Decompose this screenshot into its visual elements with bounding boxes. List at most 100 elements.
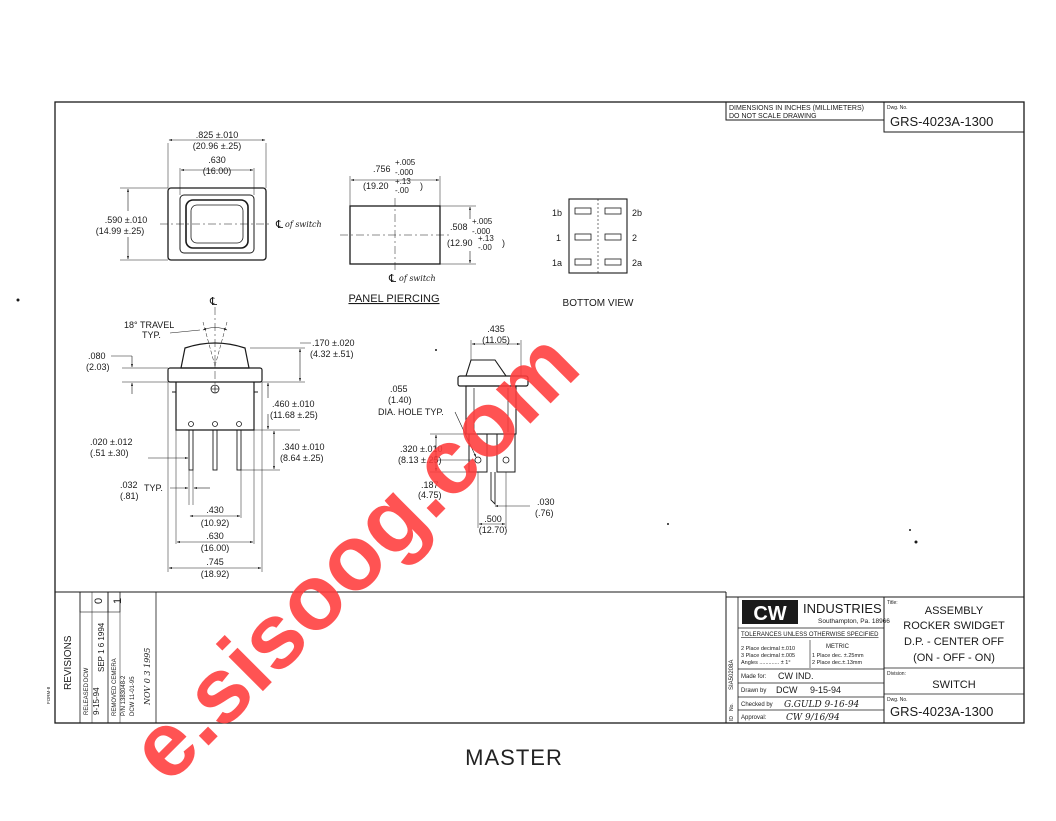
dim-note-2: DO NOT SCALE DRAWING <box>729 113 817 120</box>
rev-1-change-2: P/N 1383048-2 <box>121 675 127 716</box>
tip-mm: (4.75) <box>418 490 442 500</box>
division-value: SWITCH <box>932 679 975 691</box>
side-code: SIA50208A <box>729 660 735 690</box>
rev-1-stamp: NOV 0 3 1995 <box>143 648 152 706</box>
front-cl-label: of switch <box>285 220 322 229</box>
front-view: .825 ±.010 (20.96 ±.25) .630 (16.00) .59… <box>96 130 322 261</box>
term-width-mm: (.81) <box>120 491 139 501</box>
panel-cl-label: of switch <box>399 274 436 283</box>
pitch-dim: .430 <box>206 505 224 515</box>
bottom-view: 1b 1 1a 2b 2 2a BOTTOM VIEW <box>552 198 642 309</box>
master-stamp: MASTER <box>465 745 563 770</box>
side-id: ID <box>729 716 735 721</box>
panel-width-mm-minus: -.00 <box>395 186 409 195</box>
rev-0-number: 0 <box>93 598 105 604</box>
panel-width-tol-plus: +.005 <box>395 158 416 167</box>
hole-mm: (1.40) <box>388 395 412 405</box>
overall-width-dim: .745 <box>206 557 224 567</box>
hole-height-dim: .320 ±.010 <box>400 444 442 454</box>
side-view: ℄ 18° TRAVEL TYP. .080 (2.03) .170 ±.020… <box>86 296 354 579</box>
dwg-no-label-top: Dwg. No. <box>887 105 908 111</box>
hole-note: DIA. HOLE TYP. <box>378 407 444 417</box>
checked-by-value: G.GULD 9-16-94 <box>784 700 860 710</box>
rev-1-change-1: REMOVED CEMERA <box>112 658 118 716</box>
checked-by-label: Checked by <box>741 702 773 708</box>
company-name: INDUSTRIES <box>803 601 882 616</box>
front-height-dim: .590 ±.010 <box>105 215 147 225</box>
body-height-mm: (11.68 ±.25) <box>270 410 318 420</box>
top-height-mm: (4.32 ±.51) <box>310 349 353 359</box>
form-number: FORM-8 <box>46 686 51 704</box>
front-inner-width-mm: (16.00) <box>203 166 232 176</box>
approval-label: Approval: <box>741 715 767 721</box>
drawn-by-label: Drawn by <box>741 688 766 694</box>
tol-right-0: METRIC <box>826 644 850 650</box>
made-for-value: CW IND. <box>778 671 814 681</box>
bottom-view-caption: BOTTOM VIEW <box>563 298 634 309</box>
term-thick-dim: .020 ±.012 <box>90 437 132 447</box>
panel-width-mm-close: ) <box>420 181 423 191</box>
term-2: 2 <box>632 233 637 243</box>
panel-width-mm-plus: +.13 <box>395 177 411 186</box>
sheet-border <box>54 101 1025 724</box>
body-width-dim: .630 <box>206 531 224 541</box>
dwg-no-top: GRS-4023A-1300 <box>890 114 993 129</box>
panel-cl-symbol: ℄ <box>388 273 396 285</box>
tol-left-3: Angles ............. ± 1° <box>741 660 791 666</box>
made-for-label: Made for: <box>741 674 767 680</box>
dwg-no-bottom: GRS-4023A-1300 <box>890 704 993 719</box>
spacing-dim: .500 <box>484 514 502 524</box>
dwg-no-label-bottom: Dwg. No. <box>887 697 908 703</box>
division-label: Division: <box>887 671 906 677</box>
term-width-typ: TYP. <box>144 483 163 493</box>
hole-height-mm: (8.13 ±.25) <box>398 455 441 465</box>
rev-released-date: 9-15-94 <box>92 687 101 715</box>
thick-mm: (.76) <box>535 508 554 518</box>
tol-left-1: 2 Place decimal ±.010 <box>741 646 795 652</box>
front-inner-width-dim: .630 <box>208 155 226 165</box>
pitch-mm: (10.92) <box>201 518 230 528</box>
rev-released-by: DCW <box>84 667 90 682</box>
dim-note-1: DIMENSIONS IN INCHES (MILLIMETERS) <box>729 105 864 112</box>
term-width-dim: .032 <box>120 480 138 490</box>
travel-typ: TYP. <box>142 330 161 340</box>
cw-logo <box>742 600 798 624</box>
term-2b: 2b <box>632 208 642 218</box>
panel-height-dim: .508 <box>450 222 468 232</box>
thick-dim: .030 <box>537 497 555 507</box>
term-1: 1 <box>556 233 561 243</box>
tolerance-header: TOLERANCES UNLESS OTHERWISE SPECIFIED <box>741 632 879 638</box>
end-width-mm: (11.05) <box>482 335 510 345</box>
rev-released: RELEASED <box>84 682 90 715</box>
drawn-by-value: DCW <box>776 685 798 695</box>
title-line-4: (ON - OFF - ON) <box>913 652 995 664</box>
cw-logo-text: CW <box>753 603 786 625</box>
travel-label: 18° TRAVEL <box>124 320 174 330</box>
front-width-dim: .825 ±.010 <box>196 130 238 140</box>
revisions-heading: REVISIONS <box>63 635 74 690</box>
front-height-mm: (14.99 ±.25) <box>96 226 144 236</box>
panel-width-dim: .756 <box>373 164 391 174</box>
front-cl-symbol: ℄ <box>275 219 283 231</box>
end-width-dim: .435 <box>487 324 505 334</box>
panel-height-mm: (12.90 <box>447 238 473 248</box>
watermark: e.sisoog.com <box>110 312 598 800</box>
body-height-dim: .460 ±.010 <box>272 399 314 409</box>
flange-mm: (2.03) <box>86 362 110 372</box>
term-1a: 1a <box>552 258 562 268</box>
drawn-date: 9-15-94 <box>810 685 841 695</box>
term-2a: 2a <box>632 258 642 268</box>
panel-height-mm-minus: -.00 <box>478 243 492 252</box>
flange-dim: .080 <box>88 351 106 361</box>
end-view: .435 (11.05) .055 (1.40) DIA. HOLE TYP. … <box>378 324 555 535</box>
panel-height-mm-plus: +.13 <box>478 234 494 243</box>
panel-width-mm: (19.20 <box>363 181 389 191</box>
overall-width-mm: (18.92) <box>201 569 230 579</box>
rev-1-change-3: DCW 11-01-95 <box>130 676 136 716</box>
spacing-mm: (12.70) <box>479 525 508 535</box>
panel-caption: PANEL PIERCING <box>348 293 439 305</box>
panel-height-tol-plus: +.005 <box>472 217 493 226</box>
term-height-dim: .340 ±.010 <box>282 442 324 452</box>
